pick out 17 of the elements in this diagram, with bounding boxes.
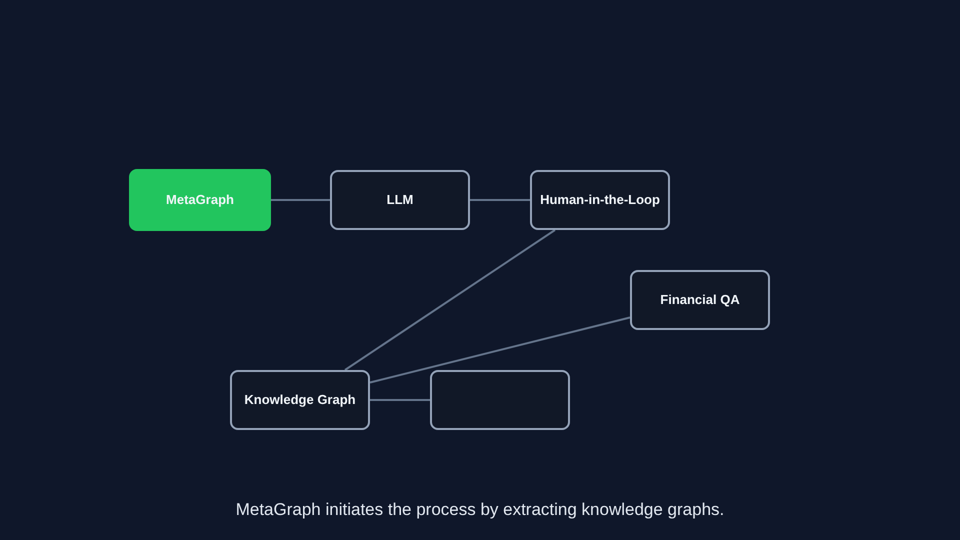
connector-line (470, 199, 530, 201)
node-label: Financial QA (660, 292, 740, 308)
node-label: Knowledge Graph (244, 392, 356, 408)
caption-text: MetaGraph initiates the process by extracting knowledge graphs. (236, 499, 724, 521)
process-box (630, 270, 770, 330)
process-box (330, 170, 470, 230)
connector-line (271, 199, 330, 201)
node-label: Human-in-the-Loop (540, 192, 660, 208)
node-label: LLM (386, 192, 414, 208)
process-box (230, 370, 370, 430)
node-label: MetaGraph (166, 192, 234, 208)
connector-line (370, 316, 630, 384)
empty-box (430, 370, 570, 430)
start-node-box (129, 169, 271, 231)
process-box (530, 170, 670, 230)
connector-line (370, 399, 430, 401)
connector-line (344, 229, 556, 371)
